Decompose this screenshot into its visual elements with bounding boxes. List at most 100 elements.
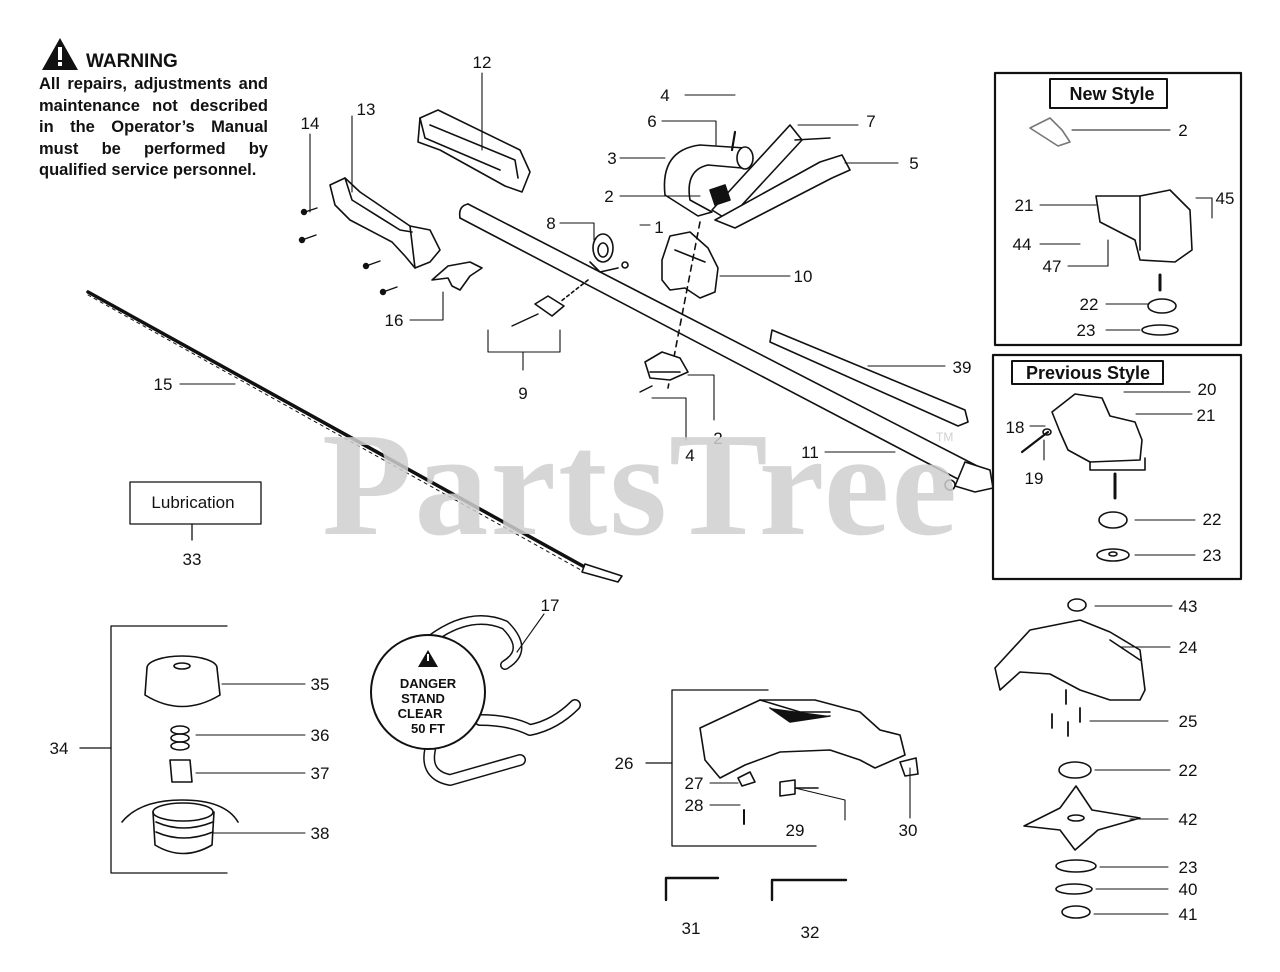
- part-2-lower-clamp: [644, 351, 689, 381]
- callout-34: 34: [50, 739, 69, 758]
- part-handle-assembly: [663, 124, 851, 229]
- bracket-34: [79, 625, 228, 874]
- callout-33: 33: [183, 550, 202, 569]
- part-14-screws: [298, 207, 398, 296]
- part-11-main-tube: [458, 203, 994, 493]
- decal-line-4: 50 FT: [411, 721, 445, 736]
- callout-47: 47: [1043, 257, 1062, 276]
- part-17-harness: [370, 615, 581, 786]
- callout-5: 5: [909, 154, 918, 173]
- new-style-label-box: [1049, 78, 1168, 109]
- callout-22-prev: 22: [1203, 510, 1222, 529]
- part-29-bolt: [779, 779, 819, 797]
- callout-31: 31: [682, 919, 701, 938]
- callout-12: 12: [473, 53, 492, 72]
- callout-38: 38: [311, 824, 330, 843]
- callout-11: 11: [801, 443, 819, 462]
- danger-decal: DANGER STAND CLEAR 50 FT: [398, 650, 457, 736]
- part-22-nut-blade: [1058, 761, 1092, 779]
- part-16-trigger: [431, 261, 483, 291]
- callout-17: 17: [541, 596, 560, 615]
- callout-37: 37: [311, 764, 330, 783]
- part-42-blade: [1023, 785, 1141, 851]
- decal-line-1: DANGER: [400, 676, 457, 691]
- callout-23-blade: 23: [1179, 858, 1198, 877]
- decal-line-3: CLEAR: [398, 706, 443, 721]
- warning-title: WARNING: [86, 51, 178, 72]
- part-36-spring: [170, 725, 190, 751]
- callout-40: 40: [1179, 880, 1198, 899]
- part-30-nut: [899, 757, 919, 777]
- part-38-spool: [121, 799, 239, 855]
- callout-2-upper: 2: [604, 187, 613, 206]
- part-4-bolt: [730, 130, 737, 152]
- part-21-gearhead-prev: [1051, 393, 1146, 500]
- decal-line-2: STAND: [401, 691, 445, 706]
- callout-14: 14: [301, 114, 320, 133]
- part-10-clamp: [661, 231, 719, 299]
- part-35-cap: [144, 655, 221, 708]
- previous-style-label: Previous Style: [1026, 363, 1150, 383]
- warning-triangle-icon: [42, 38, 78, 70]
- callout-28: 28: [685, 796, 704, 815]
- part-32-hex-key: [770, 878, 848, 902]
- part-8-bracket: [589, 233, 619, 273]
- callout-2-lower: 2: [713, 429, 722, 448]
- part-23-washer-blade: [1055, 859, 1097, 873]
- part-37-eyelet: [169, 759, 193, 783]
- callout-22-blade: 22: [1179, 761, 1198, 780]
- previous-style-label-box: [1011, 360, 1164, 385]
- callout-3: 3: [607, 149, 616, 168]
- part-40-washer: [1055, 883, 1093, 895]
- new-style-box: [993, 71, 1243, 347]
- part-44-gearhead-cover: [1029, 117, 1071, 147]
- callout-24: 24: [1179, 638, 1198, 657]
- part-18-bolt: [1020, 430, 1050, 454]
- bracket-26: [645, 689, 817, 847]
- callout-19: 19: [1025, 469, 1044, 488]
- callout-39: 39: [953, 358, 972, 377]
- callout-16: 16: [385, 311, 404, 330]
- callout-21-prev: 21: [1197, 406, 1216, 425]
- new-style-label: New Style: [1069, 84, 1154, 104]
- part-21-gearhead-new: [1095, 189, 1193, 292]
- callout-7: 7: [866, 112, 875, 131]
- callout-21-new: 21: [1015, 196, 1034, 215]
- callout-43: 43: [1179, 597, 1198, 616]
- callout-45: 45: [1216, 189, 1235, 208]
- warning-body: All repairs, adjustments and maintenance…: [39, 75, 268, 180]
- callout-22-new: 22: [1080, 295, 1099, 314]
- callout-42: 42: [1179, 810, 1198, 829]
- callout-30: 30: [899, 821, 918, 840]
- part-31-hex-key: [664, 876, 720, 902]
- callout-6: 6: [647, 112, 656, 131]
- callout-1: 1: [654, 218, 663, 237]
- part-25-bolts: [1051, 689, 1081, 737]
- callout-46: 44: [1013, 235, 1032, 254]
- part-9-switch: [511, 279, 589, 327]
- part-1-nut: [621, 261, 629, 269]
- part-12-handle-bracket: [417, 109, 531, 193]
- callout-4-upper: 4: [660, 86, 669, 105]
- callout-41: 41: [1179, 905, 1198, 924]
- callout-15: 15: [154, 375, 173, 394]
- callout-23-new: 23: [1077, 321, 1096, 340]
- callout-32: 32: [801, 923, 820, 942]
- callout-26: 26: [615, 754, 634, 773]
- callout-36: 36: [311, 726, 330, 745]
- part-15-flex-shaft: [86, 290, 623, 583]
- part-13-rear-handle: [329, 177, 441, 269]
- trademark-mark: TM: [936, 430, 954, 444]
- part-23-washer-prev: [1096, 548, 1130, 562]
- callout-23-prev: 23: [1203, 546, 1222, 565]
- callout-27: 27: [685, 774, 704, 793]
- callout-35: 35: [311, 675, 330, 694]
- callout-20: 20: [1198, 380, 1217, 399]
- part-26-guard: [699, 699, 906, 779]
- callout-13: 13: [357, 100, 376, 119]
- part-41-nut: [1061, 905, 1091, 919]
- previous-style-box: [991, 353, 1243, 581]
- part-23-washer-new: [1141, 324, 1179, 336]
- callout-44: 2: [1178, 121, 1187, 140]
